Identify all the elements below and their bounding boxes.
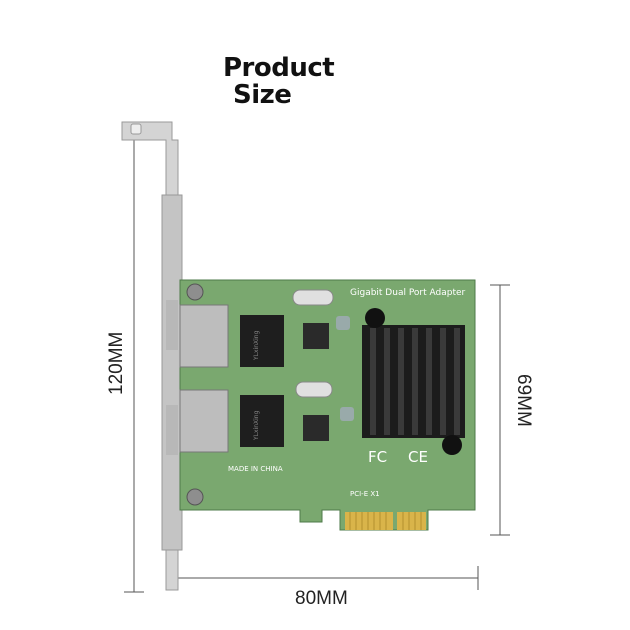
title-line-1: Product	[223, 53, 335, 83]
made-in-label: MADE IN CHINA	[228, 465, 283, 473]
card-label: Gigabit Dual Port Adapter	[350, 288, 466, 298]
bus-label: PCI-E X1	[350, 490, 380, 498]
fc-mark: FC	[368, 448, 387, 466]
bracket-height-label: 120MM	[106, 331, 127, 395]
ce-mark: CE	[408, 448, 428, 466]
title-line-2: Size	[233, 80, 292, 110]
metal-bracket	[121, 121, 183, 591]
pcb-board	[179, 279, 476, 531]
chip-brand-1: YLxinXing	[253, 330, 260, 361]
card-height-label: 69MM	[513, 374, 534, 427]
product-size-title: Product Size	[223, 53, 335, 110]
chip-brand-2: YLxinXing	[253, 410, 260, 441]
card-width-label: 80MM	[295, 588, 348, 609]
